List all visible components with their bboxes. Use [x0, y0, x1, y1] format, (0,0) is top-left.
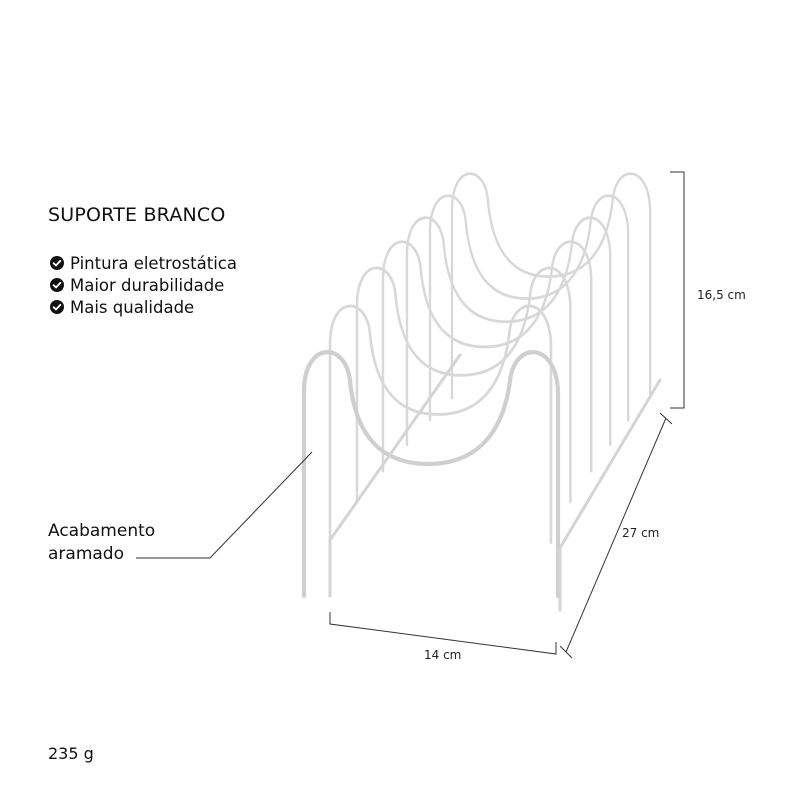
finish-label-line1: Acabamento — [48, 521, 156, 541]
feature-label: Mais qualidade — [70, 297, 195, 317]
height-dimension-label: 16,5 cm — [697, 288, 746, 302]
dimension-lines — [136, 171, 685, 659]
finish-label-line2: aramado — [48, 544, 124, 564]
feature-label: Maior durabilidade — [70, 275, 225, 295]
depth-dimension-label: 27 cm — [622, 526, 660, 540]
check-circle-icon — [50, 300, 64, 314]
finish-callout-label: Acabamento aramado — [48, 520, 155, 566]
check-circle-icon — [50, 256, 64, 270]
feature-label: Pintura eletrostática — [70, 253, 237, 273]
check-circle-icon — [50, 278, 64, 292]
width-dimension-label: 14 cm — [424, 648, 462, 662]
feature-item: Mais qualidade — [50, 296, 237, 318]
feature-item: Pintura eletrostática — [50, 252, 237, 274]
rack-wires — [304, 172, 662, 612]
product-title: SUPORTE BRANCO — [48, 204, 226, 226]
feature-item: Maior durabilidade — [50, 274, 237, 296]
weight-label: 235 g — [48, 744, 94, 763]
feature-list: Pintura eletrostática Maior durabilidade… — [50, 252, 237, 318]
